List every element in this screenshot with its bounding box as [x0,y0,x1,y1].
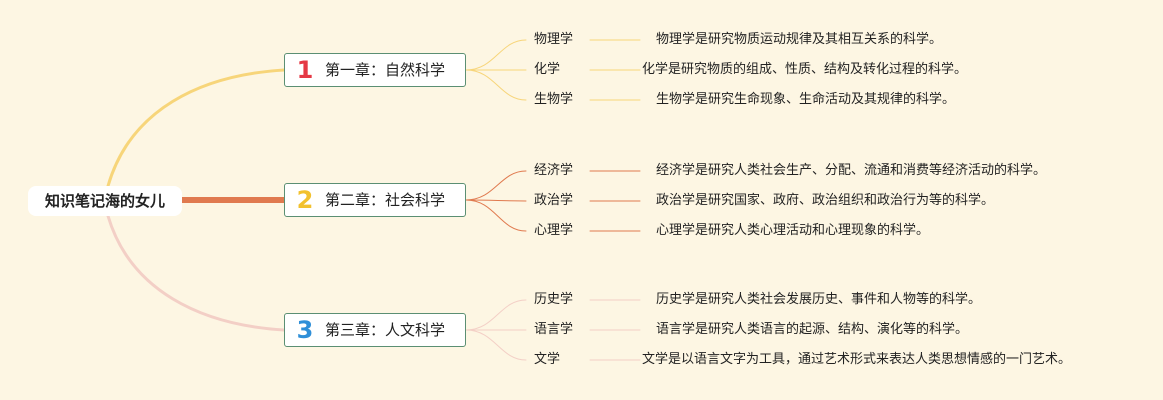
chapter-node-3[interactable]: 3 第三章：人文科学 [284,313,466,347]
topic-politics[interactable]: 政治学 [534,193,574,208]
connector-chapter-1-topic-1 [465,39,527,71]
desc-chemistry: 化学是研究物质的组成、性质、结构及转化过程的科学。 [642,62,968,77]
connector-root-chapter-3 [106,214,286,332]
desc-psychology: 心理学是研究人类心理活动和心理现象的科学。 [656,223,930,238]
topic-psychology[interactable]: 心理学 [534,223,574,238]
chapter-node-2[interactable]: 2 第二章：社会科学 [284,183,466,217]
topic-history[interactable]: 历史学 [534,292,574,307]
root-node[interactable]: 知识笔记海的女儿 [28,186,182,216]
connector-chapter-1-topic-3 [465,69,527,101]
connector-chapter-2-topic-2 [465,199,527,202]
desc-linguistics: 语言学是研究人类语言的起源、结构、演化等的科学。 [656,322,969,337]
desc-politics: 政治学是研究国家、政府、政治组织和政治行为等的科学。 [656,193,995,208]
root-label: 知识笔记海的女儿 [44,192,165,210]
chapter-number-2: 2 [296,186,314,214]
chapter-number-1: 1 [296,56,314,84]
chapter-node-1[interactable]: 1 第一章：自然科学 [284,53,466,87]
connector-chapter-3-topic-3 [465,329,527,361]
desc-literature: 文学是以语言文字为工具，通过艺术形式来表达人类思想情感的一门艺术。 [642,352,1072,367]
chapter-label-1: 第一章：自然科学 [325,61,446,79]
chapter-label-2: 第二章：社会科学 [325,191,446,209]
connector-root-chapter-1 [106,68,286,188]
connector-chapter-2-topic-1 [465,170,527,201]
desc-biology: 生物学是研究生命现象、生命活动及其规律的科学。 [656,92,956,107]
connector-chapter-3-topic-1 [465,299,527,331]
chapter-label-3: 第三章：人文科学 [325,321,446,339]
topic-physics[interactable]: 物理学 [534,32,574,47]
desc-economics: 经济学是研究人类社会生产、分配、流通和消费等经济活动的科学。 [656,163,1047,178]
topic-literature[interactable]: 文学 [534,352,561,367]
topic-economics[interactable]: 经济学 [534,163,574,178]
topic-chemistry[interactable]: 化学 [534,62,561,77]
connector-chapter-2-topic-3 [465,199,527,232]
chapter-number-3: 3 [296,316,314,344]
desc-history: 历史学是研究人类社会发展历史、事件和人物等的科学。 [656,292,982,307]
desc-physics: 物理学是研究物质运动规律及其相互关系的科学。 [656,32,943,47]
topic-biology[interactable]: 生物学 [534,92,574,107]
topic-linguistics[interactable]: 语言学 [534,322,574,337]
